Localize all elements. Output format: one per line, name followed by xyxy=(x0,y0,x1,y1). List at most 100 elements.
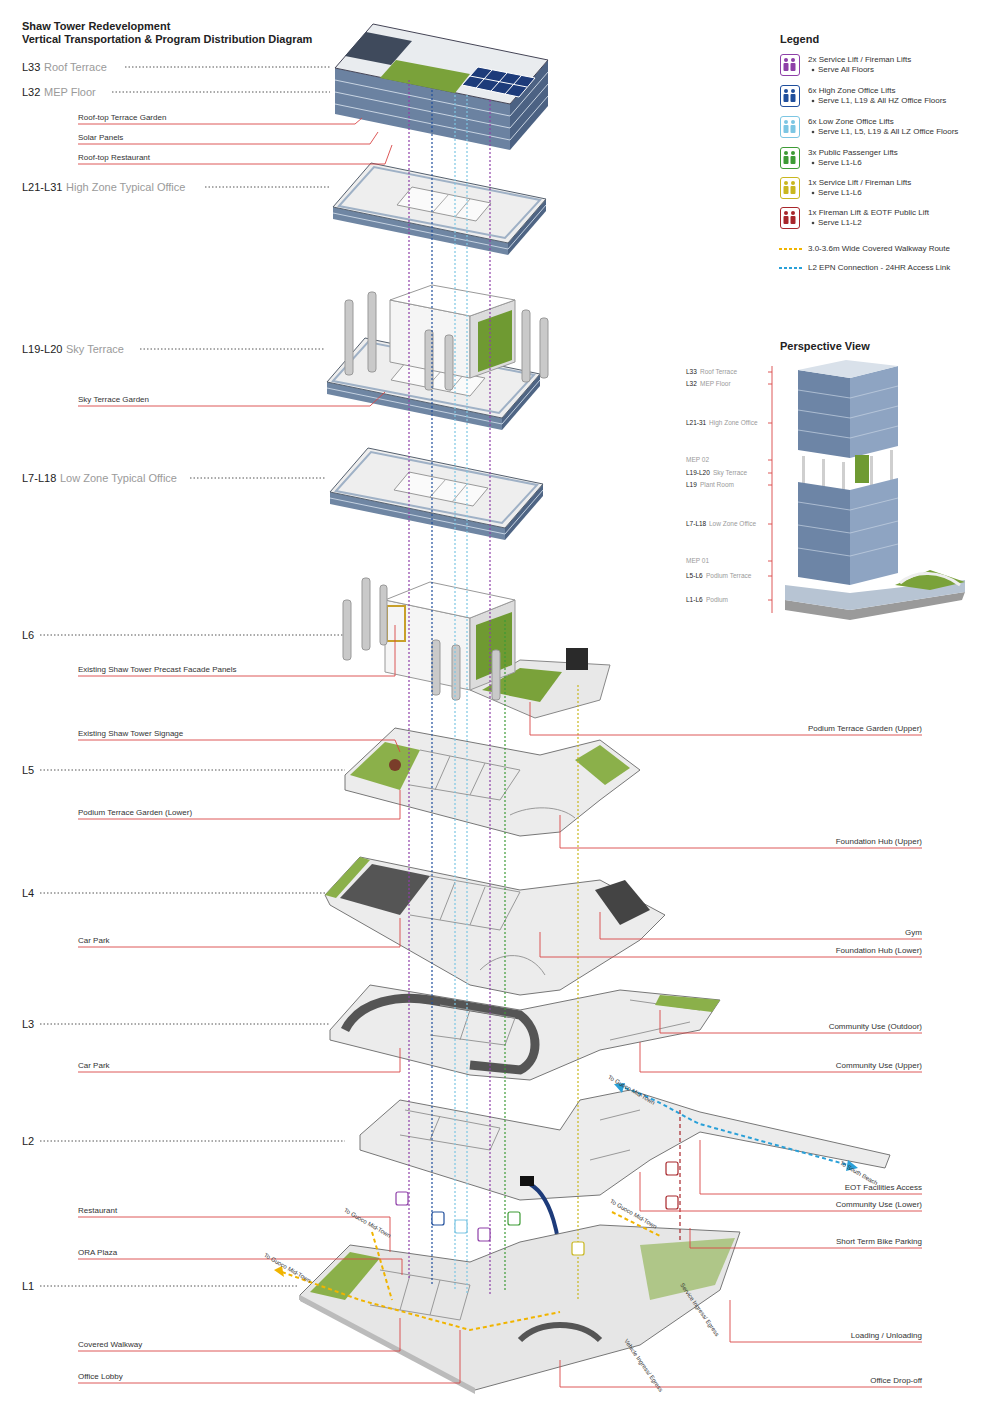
roof-block-part xyxy=(462,67,535,97)
callout-label: Serve L1, L5, L19 & All LZ Office Floors xyxy=(818,127,958,136)
callout-lines-part xyxy=(640,1172,922,1211)
level-5-part-part xyxy=(510,808,575,818)
callout-label: Gym xyxy=(905,928,922,937)
callout-label: Community Use (Upper) xyxy=(836,1061,922,1070)
sky-terrace-part-part xyxy=(345,300,353,375)
person-head xyxy=(791,89,795,93)
level-1-part xyxy=(370,1270,470,1320)
roof-block-part xyxy=(380,60,470,93)
level-1-part-part xyxy=(430,1280,440,1315)
level-4-part xyxy=(340,864,430,915)
callout-label: MEP 01 xyxy=(686,557,709,564)
legend-bullets-part xyxy=(812,222,815,225)
lift-shaft-lines-part xyxy=(504,620,505,1290)
person-body xyxy=(784,216,789,224)
callout-label: Podium Terrace xyxy=(706,572,751,579)
level-3 xyxy=(330,985,720,1080)
level-3-part-part xyxy=(460,1010,470,1040)
perspective-tower-part xyxy=(798,386,898,438)
callout-label: Service Ingress/ Egress xyxy=(678,1282,720,1338)
lift-icons xyxy=(396,1162,678,1255)
lift-icon xyxy=(781,148,798,167)
level-label: L32 xyxy=(22,86,40,99)
sky-terrace-part-part xyxy=(540,318,548,378)
lift-icon xyxy=(781,55,798,74)
callout-lines-part xyxy=(78,132,378,144)
callout-lines-part xyxy=(640,1042,922,1072)
level-6 xyxy=(343,578,610,718)
person-head xyxy=(791,181,795,185)
level-label: L5 xyxy=(22,764,34,777)
callout-label: Serve L1-L6 xyxy=(818,188,862,197)
legend-swatch xyxy=(780,54,800,76)
callout-lines-part xyxy=(78,918,400,947)
perspective-tower-part-part xyxy=(870,456,873,486)
level-1-part xyxy=(300,1225,740,1390)
sky-terrace-part xyxy=(478,310,512,372)
callout-label: Sky Terrace xyxy=(713,469,747,476)
legend-text: 6x High Zone Office Lifts xyxy=(808,86,895,95)
callout-lines-part xyxy=(690,1228,922,1248)
callout-label: Existing Shaw Tower Signage xyxy=(78,729,183,738)
level-2-part xyxy=(400,1110,640,1160)
callout-label: Office Lobby xyxy=(78,1372,123,1381)
level-4-part-part xyxy=(470,887,485,925)
callout-label: L32 xyxy=(686,380,697,387)
callout-lines-part xyxy=(78,1217,390,1252)
lift-icons-part xyxy=(666,1196,678,1209)
perspective-tower-part xyxy=(900,573,960,585)
callout-label: To Guoco Mid-Town xyxy=(263,1252,312,1284)
perspective-tower-part-part xyxy=(798,390,850,398)
perspective-tower-part-part xyxy=(850,426,898,438)
level-label: Vertical Transportation & Program Distri… xyxy=(22,33,312,46)
callout-label: Restaurant xyxy=(78,1206,117,1215)
level-6-part-part xyxy=(452,645,460,700)
perspective-tower-part-part xyxy=(850,406,898,418)
callout-label: L5-L6 xyxy=(686,572,703,579)
level-1-part-part xyxy=(282,1272,560,1330)
level-6-part-part xyxy=(380,585,387,645)
perspective-tower-part xyxy=(850,366,898,458)
person-body xyxy=(784,125,789,133)
level-2-part-part xyxy=(590,1150,630,1160)
person-head xyxy=(784,151,788,155)
lift-icons-part xyxy=(455,1220,467,1233)
callout-label: L21-31 xyxy=(686,419,706,426)
lift-icon xyxy=(781,86,798,105)
level-6-part-part xyxy=(432,640,440,695)
callout-label: Serve L1-L6 xyxy=(818,158,862,167)
level-label: MEP Floor xyxy=(44,86,96,99)
perspective-tower-part-part xyxy=(768,485,772,486)
line-sample xyxy=(779,265,803,271)
callout-label: Solar Panels xyxy=(78,133,123,142)
level-3-part-part xyxy=(610,1022,690,1040)
perspective-tower-part-part xyxy=(802,456,805,486)
callout-lines-part xyxy=(540,932,922,957)
level-leaders-part xyxy=(40,770,345,771)
lift-icons-part xyxy=(396,1192,408,1205)
perspective-tower-part xyxy=(798,370,850,458)
callout-label: To Guoco Mid-Town xyxy=(607,1074,656,1106)
lift-icons-part xyxy=(432,1212,444,1225)
level-label: Perspective View xyxy=(780,340,870,353)
lift-shaft-lines-part xyxy=(408,80,409,1280)
level-5-part xyxy=(345,728,640,836)
callout-label: To Guoco Mid-Town xyxy=(609,1198,658,1230)
level-6-part xyxy=(343,578,500,700)
level-4-part-part xyxy=(410,876,520,930)
perspective-tower-part-part xyxy=(768,423,772,424)
perspective-tower-part-part xyxy=(850,386,898,398)
dashed-line xyxy=(779,267,803,269)
legend-text: 2x Service Lift / Fireman Lifts xyxy=(808,55,911,64)
level-leaders-part xyxy=(190,478,325,479)
lift-icons-part xyxy=(572,1242,584,1255)
perspective-tower-part-part xyxy=(798,430,850,438)
callout-label: Office Drop-off xyxy=(870,1376,922,1385)
perspective-tower-part-part xyxy=(768,384,772,385)
legend-swatch xyxy=(780,116,800,138)
callout-lines-part xyxy=(78,145,392,164)
perspective-tower-part xyxy=(798,360,898,378)
level-3-part-part xyxy=(430,1005,515,1045)
high-zone-plate xyxy=(333,163,546,255)
